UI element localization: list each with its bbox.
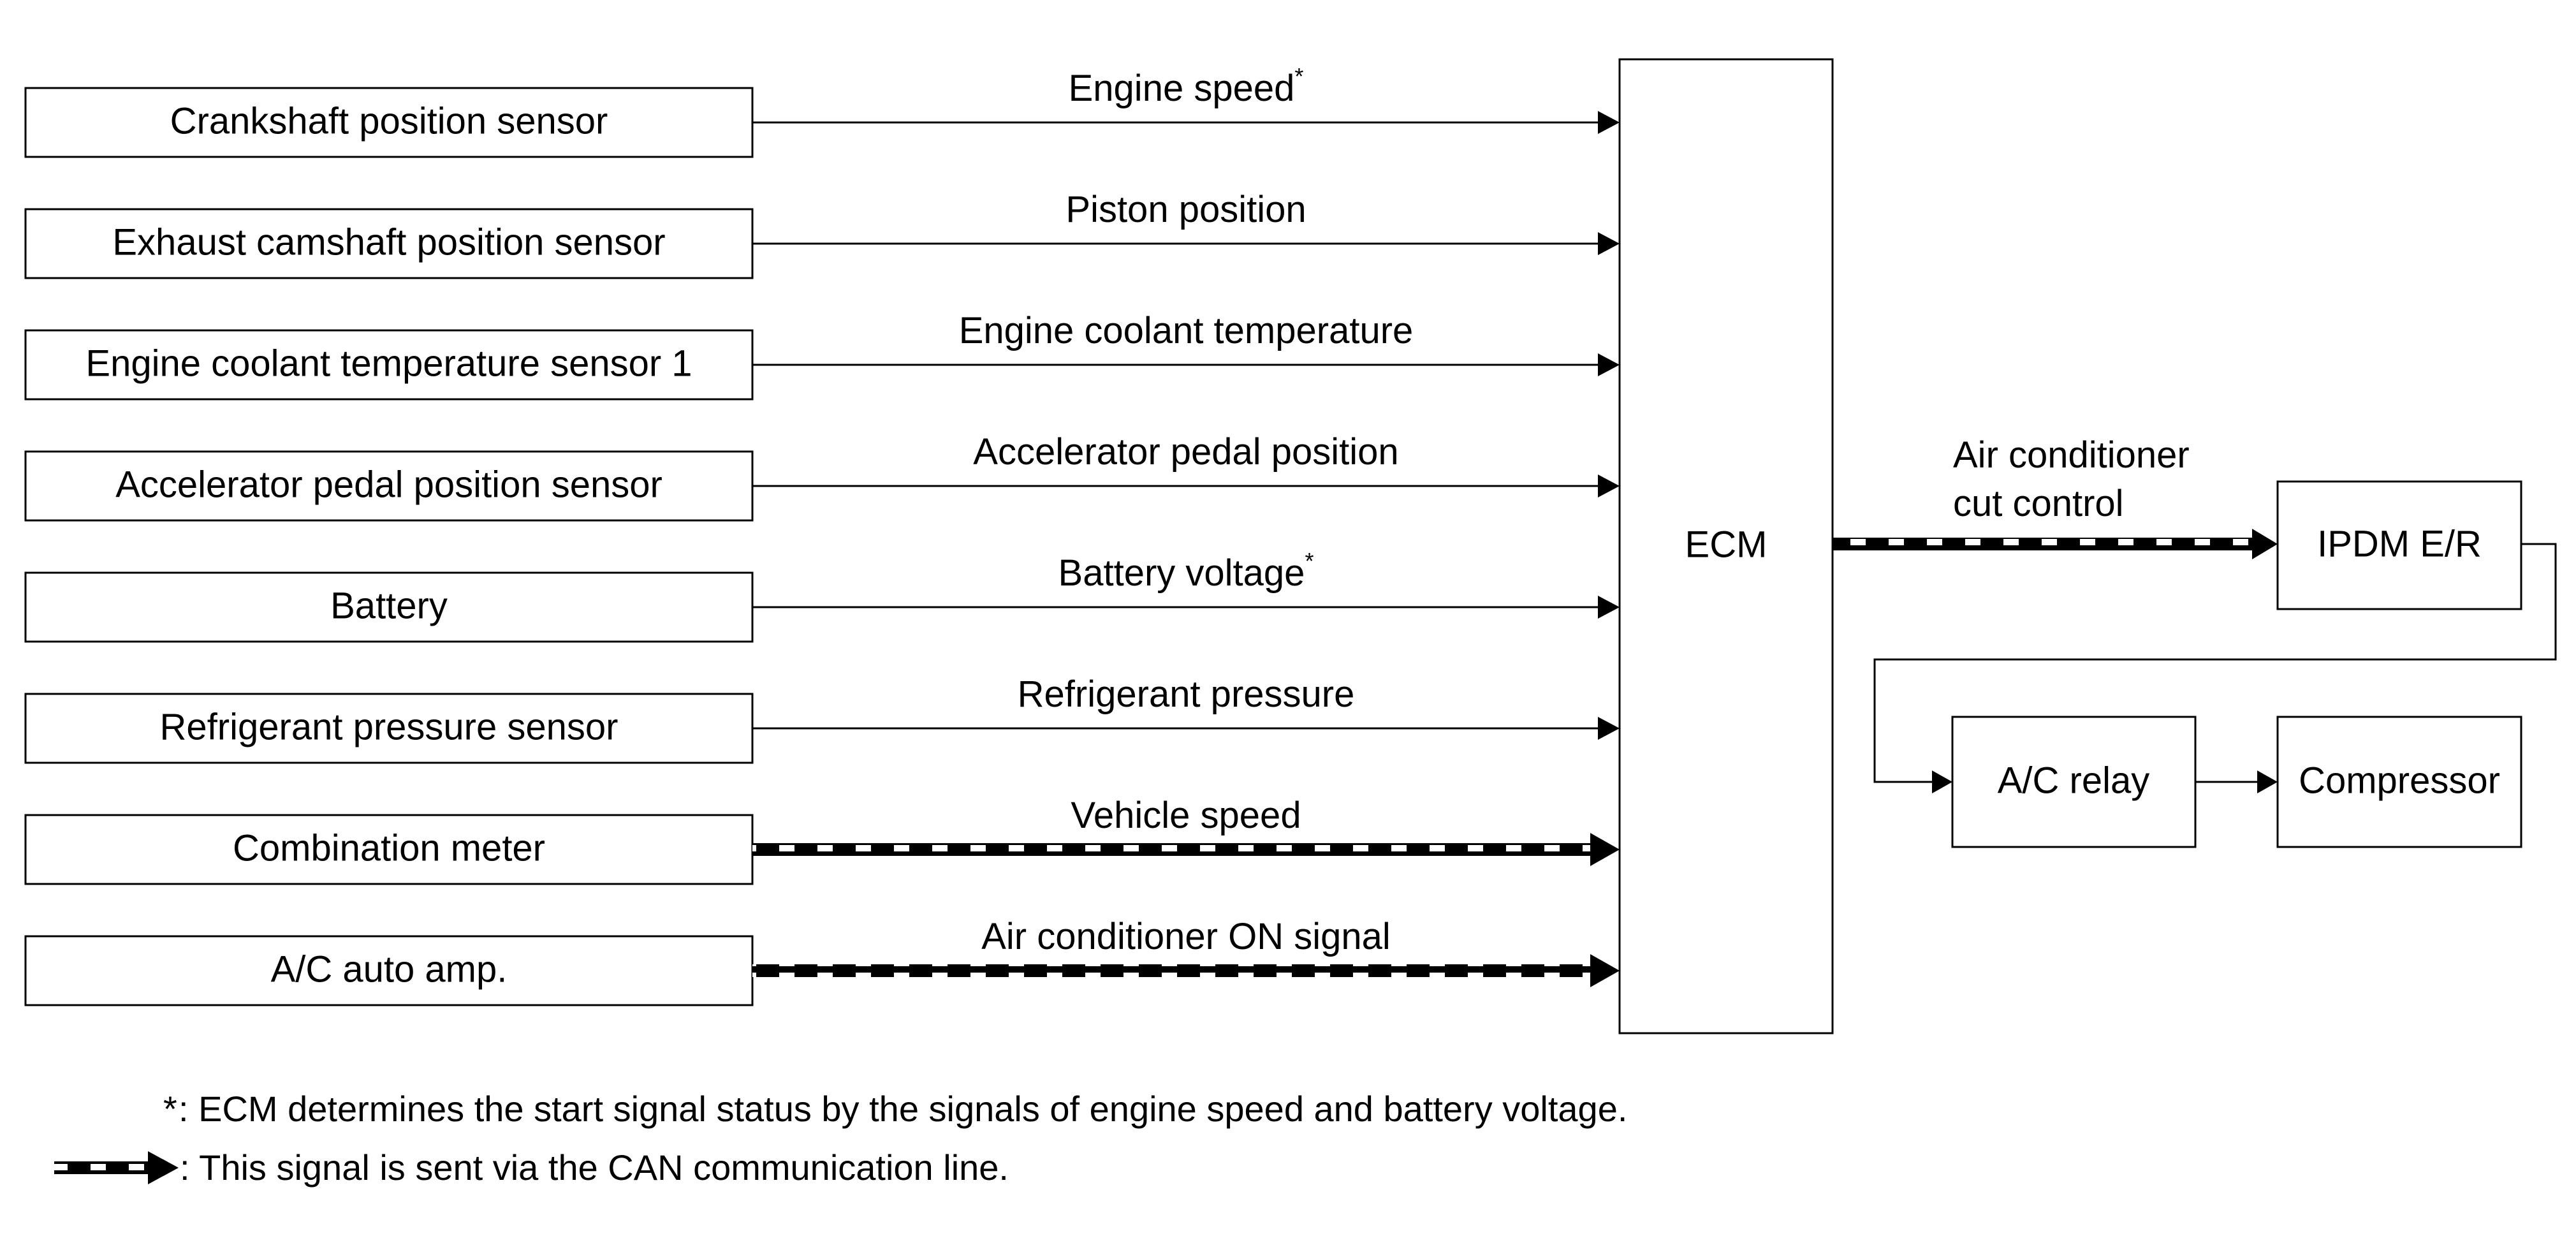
input-a-c-auto-amp: A/C auto amp. Air conditioner ON signal — [24, 916, 1620, 1006]
ipdm-to-relay-wire — [1873, 543, 2557, 783]
ipdm-er-label: IPDM E/R — [2317, 523, 2482, 564]
signal-label: Air conditioner ON signal — [981, 916, 1391, 957]
arrowhead — [1598, 111, 1620, 134]
footnote-asterisk: * : ECM determines the start signal stat… — [163, 1089, 1627, 1129]
input-accelerator-pedal-position-sensor: Accelerator pedal position sensor Acceler… — [24, 431, 1620, 522]
arrowhead — [1598, 232, 1620, 255]
arrowhead — [1598, 717, 1620, 740]
signal-label: Engine coolant temperature — [959, 310, 1414, 351]
input-refrigerant-pressure-sensor: Refrigerant pressure sensor Refrigerant p… — [24, 673, 1620, 764]
signal-label-text: Accelerator pedal position — [973, 431, 1398, 473]
signal-label-text: Engine coolant temperature — [959, 310, 1414, 351]
arrowhead — [1598, 475, 1620, 497]
compressor-box — [2276, 716, 2522, 848]
output-signal-label-line1: Air conditioner — [1953, 434, 2190, 476]
can-note-text: : This signal is sent via the CAN commun… — [180, 1147, 1009, 1188]
sensor-label: Exhaust camshaft position sensor — [112, 221, 665, 263]
can-line — [752, 964, 1592, 977]
sensor-box — [24, 693, 754, 764]
asterisk-note-text: : ECM determines the start signal status… — [179, 1089, 1627, 1129]
signal-footnote-mark: * — [1294, 63, 1303, 89]
sensor-box — [24, 814, 754, 885]
signal-label: Accelerator pedal position — [973, 431, 1398, 473]
signal-label-text: Air conditioner ON signal — [981, 916, 1391, 957]
arrowhead — [1598, 353, 1620, 376]
sensor-box — [24, 450, 754, 522]
can-line — [1833, 538, 2253, 550]
signal-label: Battery voltage* — [1058, 548, 1314, 594]
sensor-label: Accelerator pedal position sensor — [115, 464, 662, 505]
sensor-box — [24, 87, 754, 158]
legend-can-arrowhead-icon — [148, 1151, 179, 1184]
ecm-label: ECM — [1685, 524, 1767, 565]
input-engine-coolant-temperature-sensor-1: Engine coolant temperature sensor 1 Engin… — [24, 310, 1620, 401]
ac-relay-box — [1951, 716, 2197, 848]
arrowhead — [1932, 770, 1952, 793]
input-crankshaft-position-sensor: Crankshaft position sensor Engine speed* — [24, 63, 1620, 158]
asterisk-symbol: * — [163, 1089, 177, 1129]
legend-can-line-sample — [54, 1161, 150, 1174]
ac-relay-label: A/C relay — [1998, 760, 2150, 801]
ecm-box — [1618, 58, 1834, 1034]
ipdm-er-box — [2276, 480, 2522, 610]
output-air-conditioner-cut-control: Air conditioner cut control — [1833, 434, 2278, 559]
signal-label-text: Refrigerant pressure — [1018, 673, 1355, 715]
signal-footnote-mark: * — [1305, 548, 1314, 574]
sensor-label: Crankshaft position sensor — [170, 100, 608, 142]
arrowhead — [2252, 529, 2278, 559]
arrowhead — [1598, 596, 1620, 619]
sensor-box — [24, 935, 754, 1006]
sensor-label: Engine coolant temperature sensor 1 — [85, 342, 692, 384]
signal-label: Engine speed* — [1069, 63, 1304, 109]
signal-label-text: Vehicle speed — [1071, 795, 1301, 836]
signal-label-text: Piston position — [1065, 189, 1306, 230]
input-combination-meter: Combination meter Vehicle speed — [24, 795, 1620, 885]
signal-label-text: Battery voltage — [1058, 552, 1305, 594]
signal-label: Refrigerant pressure — [1018, 673, 1355, 715]
signal-label-text: Engine speed — [1069, 68, 1295, 109]
legend-can-line: : This signal is sent via the CAN commun… — [54, 1147, 1009, 1188]
sensor-box — [24, 208, 754, 279]
sensor-box — [24, 571, 754, 643]
sensor-box — [24, 329, 754, 401]
output-signal-label-line2: cut control — [1953, 483, 2124, 524]
compressor-label: Compressor — [2299, 760, 2500, 801]
sensor-label: Refrigerant pressure sensor — [160, 706, 618, 747]
can-line — [752, 843, 1592, 856]
sensor-label: A/C auto amp. — [271, 948, 508, 990]
arrowhead — [2257, 770, 2278, 793]
signal-label: Piston position — [1065, 189, 1306, 230]
input-exhaust-camshaft-position-sensor: Exhaust camshaft position sensor Piston p… — [24, 189, 1620, 279]
sensor-label: Battery — [330, 585, 448, 626]
arrowhead — [1590, 833, 1620, 866]
signal-label: Vehicle speed — [1071, 795, 1301, 836]
sensor-label: Combination meter — [233, 827, 545, 869]
input-battery: Battery Battery voltage* — [24, 548, 1620, 643]
arrowhead — [1590, 954, 1620, 987]
